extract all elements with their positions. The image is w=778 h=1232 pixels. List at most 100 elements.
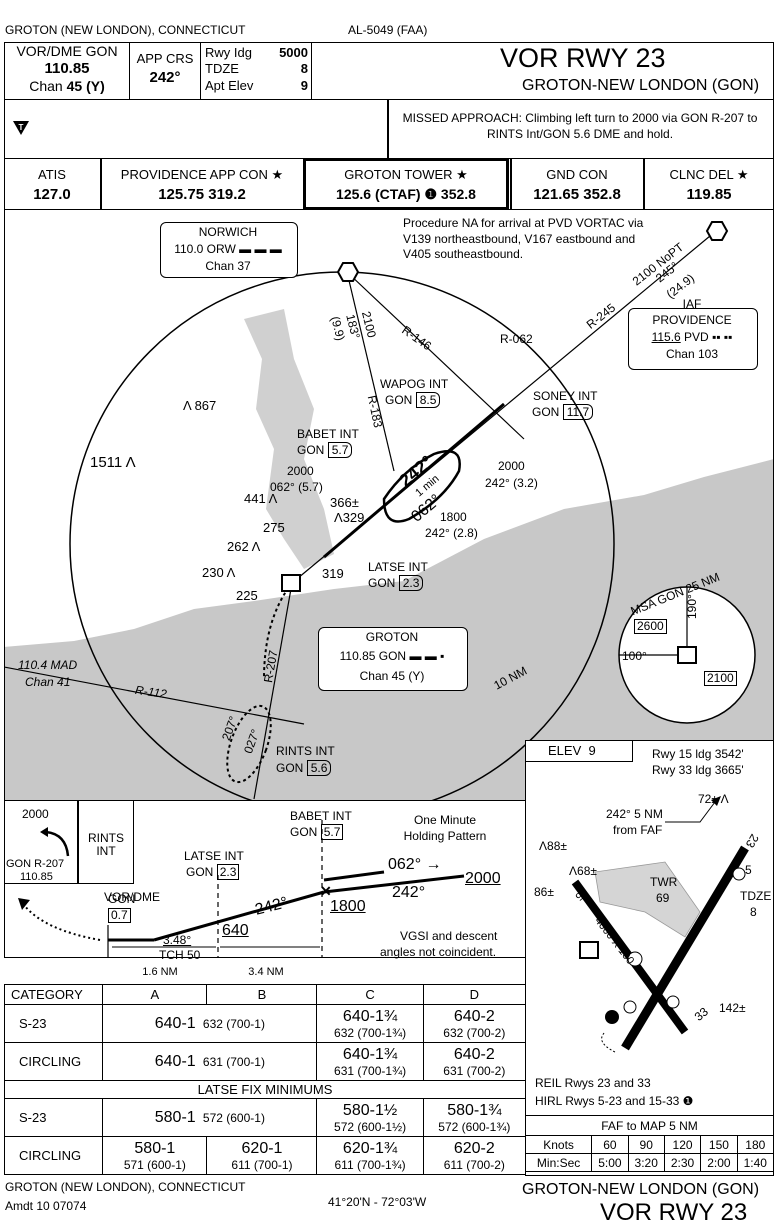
airport-reil: REIL Rwys 23 and 33 xyxy=(535,1076,651,1090)
latse-dme: GON 2.3 xyxy=(368,575,424,591)
plan-note: Procedure NA for arrival at PVD VORTAC v… xyxy=(403,216,644,262)
gnd-con-freq: 121.65 352.8 xyxy=(533,186,621,203)
min-header: D xyxy=(422,984,527,1005)
apt-elev: 9 xyxy=(300,78,308,93)
faf-time-label: Min:Sec xyxy=(524,1153,593,1172)
profile-latse-dme: GON 2.3 xyxy=(186,864,240,880)
divider xyxy=(387,99,389,159)
obstacle: 142± xyxy=(719,1001,746,1015)
profile-babet: BABET INT xyxy=(290,809,352,823)
latse-name: LATSE INT xyxy=(368,560,428,574)
profile-gon-freq: 110.85 xyxy=(20,871,53,883)
norwich-name: NORWICH xyxy=(198,225,258,239)
faf-time-table: FAF to MAP 5 NM Knots 60 90 120 150 180 … xyxy=(524,1115,775,1172)
faf-knots: 90 xyxy=(627,1135,665,1154)
soney-name: SONEY INT xyxy=(533,389,598,403)
gnd-con-label: GND CON xyxy=(546,167,608,182)
faf-time: 2:30 xyxy=(663,1153,702,1172)
elev-box xyxy=(525,740,633,762)
faf-knots: 150 xyxy=(700,1135,738,1154)
r062-label: R-062 xyxy=(500,332,533,346)
norwich-freq: 110.0 ORW ▬ ▬ ▬ xyxy=(174,242,282,256)
non-standard-takeoff-icon: T xyxy=(13,121,29,135)
profile-vgsi2: angles not coincident. xyxy=(380,945,497,959)
latse-minimums-title: LATSE FIX MINIMUMS xyxy=(4,1080,526,1099)
profile-one-minute: One Minute xyxy=(413,813,477,827)
babet-leg-alt: 2000 xyxy=(287,464,314,478)
table-row: Min:Sec 5:00 3:20 2:30 2:00 1:40 xyxy=(524,1153,775,1172)
rwy-ldg: 5000 xyxy=(279,45,308,60)
obstacle: 230 Λ xyxy=(202,565,236,580)
clnc-del-freq: 119.85 xyxy=(686,186,732,203)
providence-name: PROVIDENCE xyxy=(652,313,732,327)
min-row-label: CIRCLING xyxy=(3,1136,104,1175)
min-ab-cell: 640-1 631 (700-1) xyxy=(102,1042,318,1081)
app-con-label: PROVIDENCE APP CON ★ xyxy=(120,167,284,182)
providence-box xyxy=(628,308,758,370)
obstacle: Λ329 xyxy=(334,510,365,525)
faf-time: 5:00 xyxy=(591,1153,629,1172)
obstacle: 86± xyxy=(534,885,554,899)
minimums-table: CATEGORY A B C D S-23 640-1 632 (700-1) … xyxy=(3,984,527,1175)
obstacle: 319 xyxy=(322,566,344,581)
norwich-vor-icon xyxy=(336,261,359,282)
airport-twr: TWR xyxy=(650,875,678,889)
min-row-label: S-23 xyxy=(3,1098,104,1137)
airport-tdze-val: 8 xyxy=(750,905,757,919)
obstacle: 72± Λ xyxy=(698,792,729,806)
title-airport: GROTON-NEW LONDON (GON) xyxy=(522,77,760,94)
profile-babet-dme: GON 5.7 xyxy=(290,824,344,840)
profile-holding: Holding Pattern xyxy=(403,829,487,843)
app-crs-label: APP CRS xyxy=(136,51,194,66)
obstacle: 262 Λ xyxy=(227,539,261,554)
providence-iaf: IAF xyxy=(682,297,702,311)
apron xyxy=(594,861,701,938)
hold-alt: 2000 xyxy=(498,459,525,473)
river xyxy=(243,308,334,569)
bottom-city-state: GROTON (NEW LONDON), CONNECTICUT xyxy=(5,1180,246,1194)
groton-box xyxy=(318,627,468,691)
groton-freq: 110.85 GON ▬ ▬ ▪ xyxy=(339,649,445,663)
min-header: C xyxy=(316,984,424,1005)
profile-vgsi1: VGSI and descent xyxy=(400,929,498,943)
airport-rwy15: Rwy 15 ldg 3542' xyxy=(652,747,744,761)
min-ab-cell: 640-1 632 (700-1) xyxy=(102,1004,318,1043)
asos-icon xyxy=(605,1010,619,1024)
profile-graphic: ✕ xyxy=(18,820,465,958)
profile-latse: LATSE INT xyxy=(184,849,244,863)
profile-gon-label: GON xyxy=(108,892,136,906)
faf-time: 1:40 xyxy=(736,1153,775,1172)
obstacle: 1511 Λ xyxy=(90,454,136,471)
papi-icon xyxy=(666,995,680,1009)
app-crs: 242° xyxy=(149,69,181,86)
title-procedure: VOR RWY 23 xyxy=(500,43,666,73)
bottom-amdt: Amdt 10 07074 xyxy=(5,1199,87,1213)
faf-knots: 60 xyxy=(591,1135,629,1154)
svg-text:✕: ✕ xyxy=(320,883,332,899)
missed-approach-text: MISSED APPROACH: Climbing left turn to 2… xyxy=(402,111,758,142)
city-state: GROTON (NEW LONDON), CONNECTICUT xyxy=(5,23,246,37)
norwich-chan: Chan 37 xyxy=(205,259,251,273)
airport-tdze: TDZE xyxy=(740,889,772,903)
bottom-airport: GROTON-NEW LONDON (GON) xyxy=(522,1181,760,1198)
airport-vor-icon xyxy=(579,941,599,959)
latse-leg-crs: 242° (2.8) xyxy=(425,526,478,540)
soney-dme: GON 11.7 xyxy=(532,404,594,420)
tdze-val: 8 xyxy=(300,61,308,76)
min-row-label: S-23 xyxy=(3,1004,104,1043)
obstacle: Λ 867 xyxy=(183,398,217,413)
profile-dist2: 3.4 NM xyxy=(216,966,316,979)
faf-knots-label: Knots xyxy=(524,1135,593,1154)
faf-time: 3:20 xyxy=(627,1153,665,1172)
rints-dme: GON 5.6 xyxy=(276,760,332,776)
divider xyxy=(510,158,512,210)
